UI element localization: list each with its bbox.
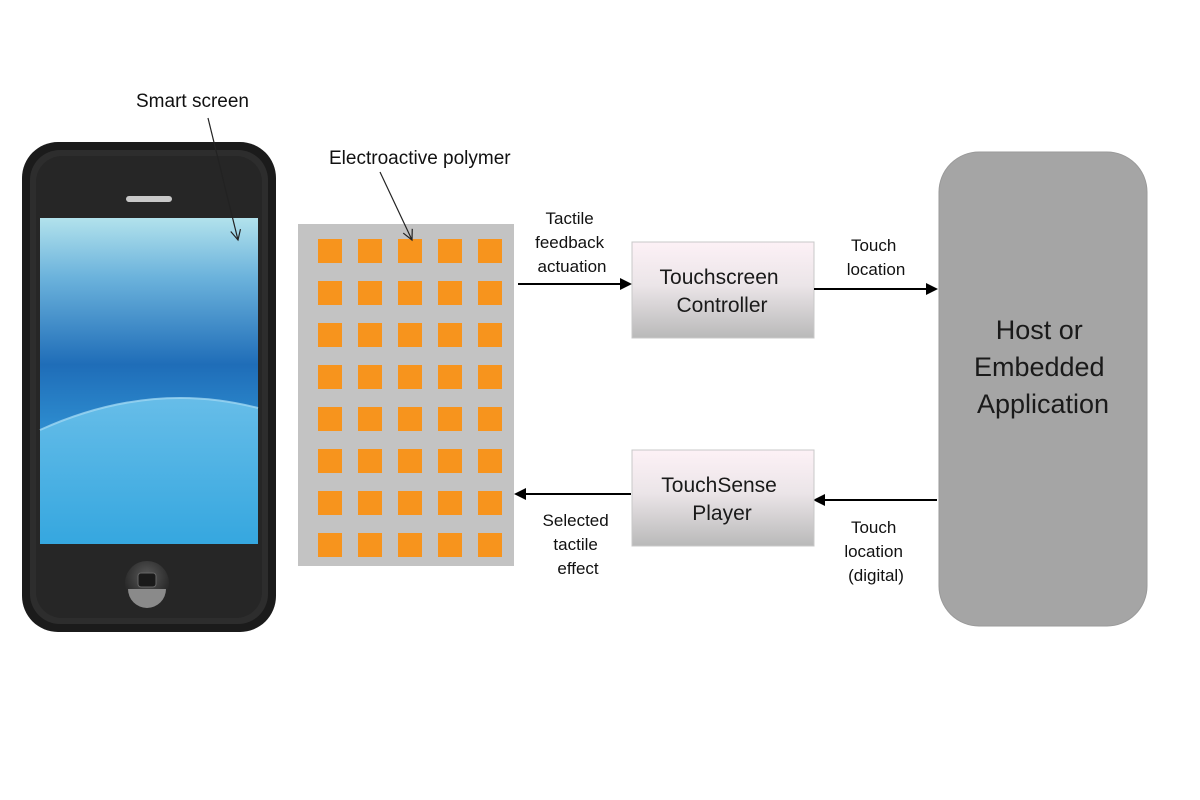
polymer-cell: [478, 281, 502, 305]
touch-location-line-2: location: [847, 260, 906, 279]
polymer-cell: [318, 239, 342, 263]
screen-wave: [40, 397, 258, 544]
polymer-cell: [318, 323, 342, 347]
polymer-cell: [318, 281, 342, 305]
polymer-cell: [358, 533, 382, 557]
selected-tactile-effect-line-1: Selected: [543, 511, 609, 530]
screen-wave-highlight: [39, 396, 259, 431]
smart-screen-pointer: [207, 117, 242, 242]
polymer-cell: [438, 281, 462, 305]
touchscreen-controller-box: [631, 241, 815, 339]
polymer-pointer: [379, 171, 413, 242]
polymer-cell: [398, 533, 422, 557]
polymer-cell: [438, 533, 462, 557]
tactile-feedback-line-1: Tactile: [546, 209, 594, 228]
selected-tactile-effect-line-2: tactile: [553, 535, 597, 554]
polymer-cell: [358, 281, 382, 305]
polymer-cell: [438, 491, 462, 515]
touch-location-digital-line-2: location: [844, 542, 903, 561]
polymer-cell: [358, 407, 382, 431]
polymer-cell: [318, 365, 342, 389]
smartphone: [22, 142, 276, 632]
polymer-cell: [478, 365, 502, 389]
polymer-cell: [318, 491, 342, 515]
touch-location-digital-line-3: (digital): [848, 566, 904, 585]
polymer-cell: [438, 407, 462, 431]
tactile-feedback-line-2: feedback: [535, 233, 604, 252]
polymer-cell: [478, 323, 502, 347]
polymer-cell: [318, 449, 342, 473]
touchscreen-controller-line-1: Touchscreen: [660, 266, 779, 289]
polymer-cell: [398, 323, 422, 347]
polymer-cell: [478, 407, 502, 431]
host-application-line-3: Application: [977, 389, 1109, 419]
polymer-cell: [358, 449, 382, 473]
polymer-cell: [398, 281, 422, 305]
polymer-cell: [438, 239, 462, 263]
polymer-cell-grid: [318, 239, 502, 557]
polymer-cell: [398, 239, 422, 263]
polymer-cell: [358, 491, 382, 515]
touch-location-label: Touch location: [847, 236, 906, 279]
polymer-cell: [438, 449, 462, 473]
home-button-icon: [125, 561, 169, 608]
polymer-cell: [438, 323, 462, 347]
polymer-cell: [398, 365, 422, 389]
polymer-cell: [478, 533, 502, 557]
touch-location-digital-label: Touch location (digital): [844, 518, 907, 585]
polymer-cell: [358, 239, 382, 263]
touchsense-player-box: [631, 449, 815, 547]
host-application-line-2: Embedded: [974, 352, 1105, 382]
smart-screen-label: Smart screen: [136, 91, 249, 112]
touchsense-player-line-2: Player: [692, 502, 752, 525]
touch-location-line-1: Touch: [851, 236, 896, 255]
polymer-cell: [398, 407, 422, 431]
host-application-box: [938, 151, 1148, 627]
touchscreen-controller-line-2: Controller: [676, 294, 767, 317]
polymer-cell: [398, 449, 422, 473]
polymer-cell: [478, 449, 502, 473]
electroactive-polymer-label: Electroactive polymer: [329, 148, 511, 169]
selected-tactile-effect-label: Selected tactile effect: [543, 511, 614, 578]
touchsense-player-label: TouchSense Player: [661, 474, 782, 525]
polymer-cell: [318, 407, 342, 431]
polymer-cell: [358, 365, 382, 389]
speaker-icon: [126, 196, 172, 202]
host-application-line-1: Host or: [996, 315, 1083, 345]
polymer-cell: [398, 491, 422, 515]
tactile-feedback-line-3: actuation: [538, 257, 607, 276]
polymer-cell: [478, 239, 502, 263]
selected-tactile-effect-line-3: effect: [557, 559, 599, 578]
tactile-feedback-label: Tactile feedback actuation: [535, 209, 609, 276]
touch-location-digital-line-1: Touch: [851, 518, 896, 537]
host-application-label: Host or Embedded Application: [974, 315, 1112, 419]
polymer-cell: [438, 365, 462, 389]
touchsense-player-line-1: TouchSense: [661, 474, 777, 497]
polymer-cell: [478, 491, 502, 515]
touchscreen-controller-label: Touchscreen Controller: [660, 266, 785, 317]
polymer-cell: [318, 533, 342, 557]
polymer-cell: [358, 323, 382, 347]
